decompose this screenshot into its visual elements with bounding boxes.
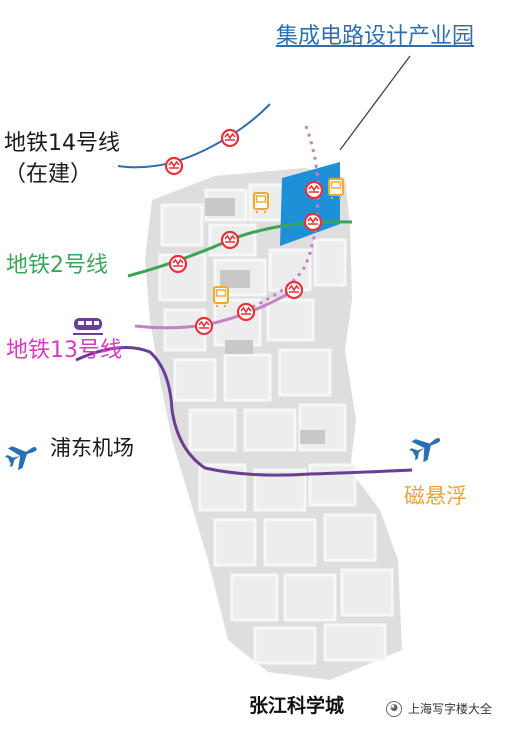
park-leader-line bbox=[339, 55, 411, 151]
metro-station-icon bbox=[168, 254, 188, 274]
metro-line-14-label: 地铁14号线 bbox=[4, 131, 120, 156]
watermark-text: 上海写字楼大全 bbox=[408, 702, 493, 716]
metro-station-icon bbox=[220, 128, 240, 148]
metro-station-icon bbox=[194, 316, 214, 336]
train-icon bbox=[73, 318, 103, 335]
pudong-airport-label: 浦东机场 bbox=[50, 436, 134, 460]
metro-line-14-extension bbox=[249, 125, 320, 310]
bus-stop-icon bbox=[253, 192, 269, 214]
metro-line-14-status: （在建） bbox=[4, 162, 93, 187]
district-name: 张江科学城 bbox=[249, 695, 345, 717]
wechat-logo-icon: ◕ bbox=[386, 701, 402, 717]
metro-line-14-route bbox=[117, 103, 271, 169]
airplane-icon bbox=[406, 428, 446, 466]
metro-line-13-label: 地铁13号线 bbox=[6, 338, 122, 363]
bus-stop-icon bbox=[213, 286, 229, 308]
metro-station-icon bbox=[303, 212, 323, 232]
metro-line-2-label: 地铁2号线 bbox=[6, 253, 108, 278]
maglev-label: 磁悬浮 bbox=[404, 484, 467, 508]
metro-station-icon bbox=[236, 302, 256, 322]
airport-route bbox=[75, 346, 413, 477]
dark-building-patches bbox=[205, 198, 325, 444]
metro-station-icon bbox=[304, 180, 324, 200]
metro-station-icon bbox=[220, 230, 240, 250]
bus-stop-icon bbox=[328, 178, 344, 200]
metro-station-icon bbox=[164, 156, 184, 176]
city-blocks bbox=[158, 183, 394, 665]
airplane-icon bbox=[2, 437, 42, 473]
metro-station-icon bbox=[284, 280, 304, 300]
ic-design-park-label[interactable]: 集成电路设计产业园 bbox=[276, 24, 475, 49]
